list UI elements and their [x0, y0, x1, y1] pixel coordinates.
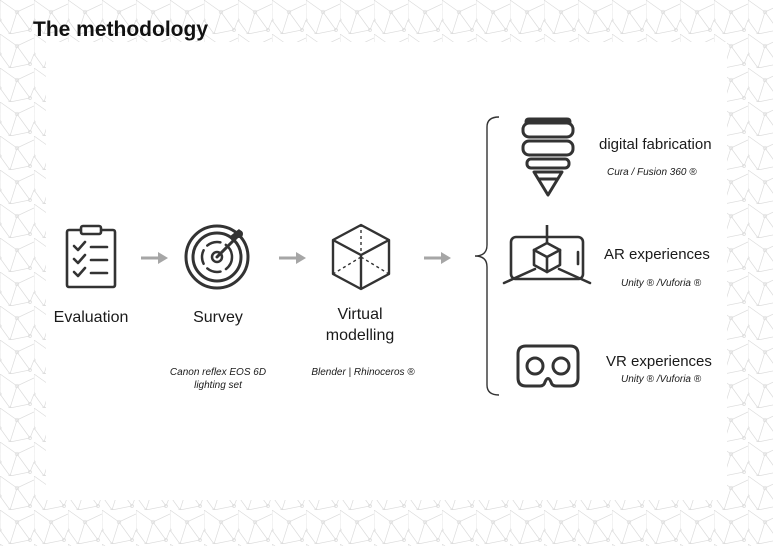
- step-survey-note-line2: lighting set: [194, 380, 242, 391]
- page-title: The methodology: [33, 18, 208, 41]
- step-survey-label: Survey: [193, 309, 243, 326]
- cube-icon: [331, 223, 391, 291]
- step-modelling-label: Virtual modelling: [310, 304, 410, 346]
- step-survey-note: Canon reflex EOS 6D lighting set: [150, 366, 286, 392]
- output-ar-label: AR experiences: [604, 246, 710, 263]
- arrow-right-icon: [424, 252, 451, 264]
- step-survey-note-line1: Canon reflex EOS 6D: [169, 367, 267, 378]
- radar-survey-icon: [184, 224, 250, 290]
- output-ar-note: Unity ® /Vuforia ®: [621, 278, 702, 289]
- step-evaluation-label: Evaluation: [53, 309, 129, 326]
- output-vr-note: Unity ® /Vuforia ®: [621, 374, 702, 385]
- step-modelling-label-line1: Virtual: [337, 306, 383, 323]
- vr-headset-icon: [516, 344, 580, 388]
- ar-phone-cube-icon: [502, 225, 592, 285]
- arrow-right-icon: [279, 252, 306, 264]
- curly-brace: [474, 116, 500, 396]
- content-panel: [46, 42, 727, 500]
- arrow-right-icon: [141, 252, 168, 264]
- 3d-printer-nozzle-icon: [521, 117, 575, 197]
- output-fabrication-label: digital fabrication: [599, 136, 712, 153]
- clipboard-checklist-icon: [65, 224, 117, 289]
- output-fabrication-note: Cura / Fusion 360 ®: [607, 167, 697, 178]
- step-modelling-note: Blender | Rhinoceros ®: [311, 367, 415, 378]
- step-modelling-label-line2: modelling: [325, 327, 395, 344]
- output-vr-label: VR experiences: [606, 353, 712, 370]
